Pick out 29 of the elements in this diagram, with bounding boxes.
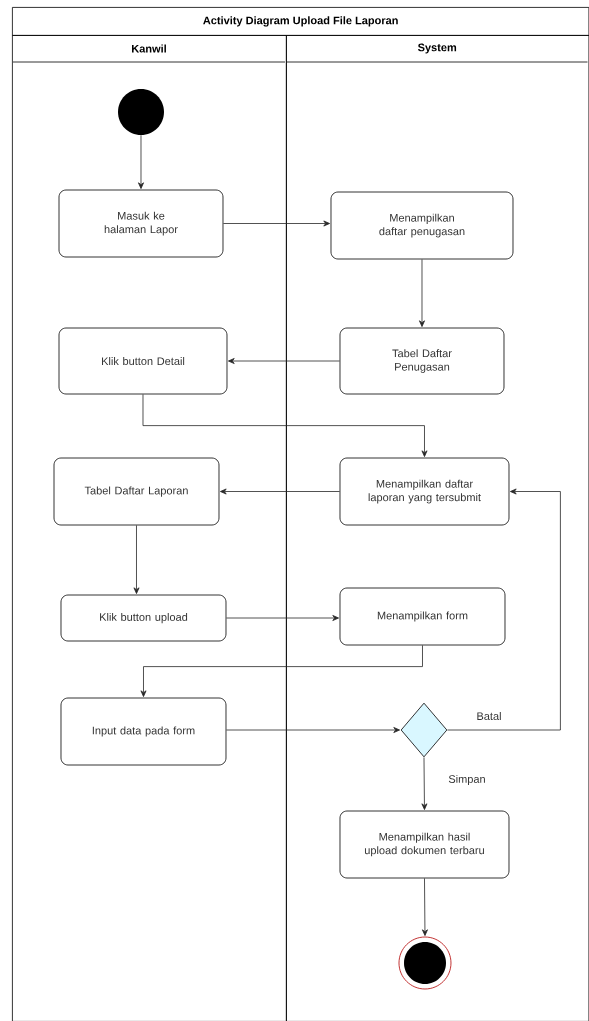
action-box: Menampilkan daftar penugasan <box>330 191 514 260</box>
action-box: Tabel Daftar Penugasan <box>339 327 505 395</box>
action-box: Menampilkan hasil upload dokumen terbaru <box>339 810 510 879</box>
decision-diamond <box>400 702 448 758</box>
edge-label: Batal <box>477 711 501 721</box>
arrow <box>419 259 425 327</box>
arrow <box>138 134 144 189</box>
arrow <box>140 645 423 697</box>
action-box: Tabel Daftar Laporan <box>53 457 220 526</box>
arrow <box>226 727 400 733</box>
end-node <box>398 936 452 990</box>
arrow <box>226 615 339 621</box>
edge-label: Simpan <box>448 774 485 786</box>
arrow <box>447 488 561 731</box>
action-box: Menampilkan daftar laporan yang tersubmit <box>339 457 510 526</box>
action-box: Klik button upload <box>60 594 227 642</box>
arrow <box>142 394 428 457</box>
start-node <box>118 89 164 135</box>
action-box: Masuk ke halaman Lapor <box>58 189 224 258</box>
arrow <box>133 525 140 594</box>
title-band: Activity Diagram Upload File Laporan <box>12 7 589 36</box>
arrow <box>223 220 330 227</box>
arrow <box>228 358 340 364</box>
action-box: Menampilkan form <box>339 587 506 646</box>
arrow <box>220 488 340 495</box>
action-box: Klik button Detail <box>58 327 228 395</box>
action-box: Input data pada form <box>60 697 227 766</box>
arrow <box>421 878 428 936</box>
arrow <box>421 757 428 810</box>
